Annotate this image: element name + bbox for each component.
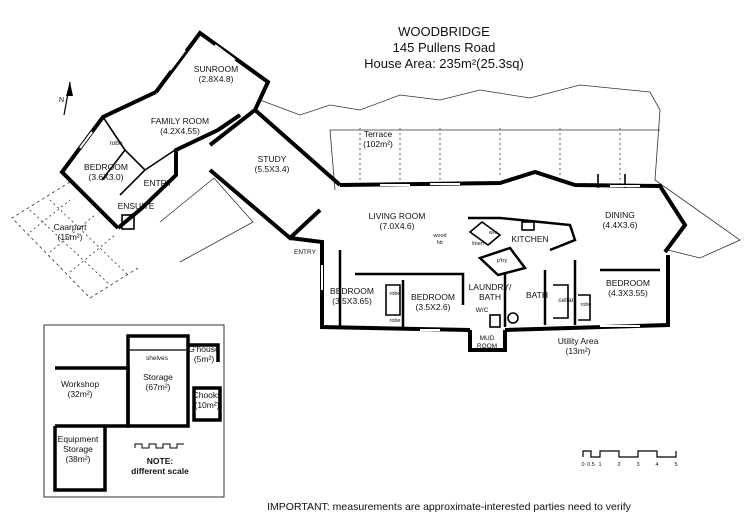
- family-room-label: FAMILY ROOM: [151, 116, 209, 126]
- ensuite-label: ENSUITE: [118, 201, 155, 211]
- carport-label: Caarport: [53, 222, 87, 232]
- study-label: STUDY: [258, 154, 287, 164]
- wc-1-label: w/c: [488, 230, 498, 236]
- north-label: N: [59, 97, 64, 104]
- entry-1-label: ENTRY: [144, 178, 173, 188]
- pantry-label: p'try: [497, 258, 507, 264]
- robe-4-label: robe: [580, 302, 591, 308]
- note-text: different scale: [131, 466, 189, 476]
- robe-3-label: robe: [389, 318, 400, 324]
- bedroom-1-label: BEDROOM: [84, 162, 128, 172]
- sunroom-size: (2.8X4.8): [199, 74, 234, 84]
- important-note: IMPORTANT: measurements are approximate-…: [267, 501, 632, 513]
- wood-heater-label-2: htr: [437, 240, 444, 246]
- terrace-label: Terrace: [364, 129, 393, 139]
- mud-room-label-2: ROOM: [477, 343, 497, 350]
- scale-tick-3: 2: [617, 462, 620, 468]
- sunroom-label: SUNROOM: [194, 64, 238, 74]
- property-name: WOODBRIDGE: [398, 24, 490, 39]
- terrace-size: (102m²): [363, 139, 393, 149]
- robe-2-label: robe: [389, 291, 400, 297]
- linen-label: linen: [472, 241, 484, 247]
- robe-1-label: robe: [109, 140, 122, 147]
- mud-room-label: MUD: [480, 335, 495, 342]
- equipment-size: (38m²): [65, 454, 90, 464]
- house-area: House Area: 235m²(25.3sq): [364, 56, 524, 71]
- storage-size: (67m²): [145, 382, 170, 392]
- inset-scale-bar: [134, 443, 184, 449]
- laundry-label: LAUNDRY/: [469, 282, 512, 292]
- workshop-size: (32m²): [67, 389, 92, 399]
- note-title: NOTE:: [147, 456, 174, 466]
- greenhouse-label: G'house: [188, 344, 220, 354]
- bedroom-1-size: (3.6X3.0): [89, 172, 124, 182]
- bedroom-2-size: (3.5X3.65): [332, 296, 372, 306]
- terrace-outline: [259, 84, 741, 259]
- family-room-size: (4.2X4.55): [160, 126, 200, 136]
- storage-label: Storage: [143, 372, 173, 382]
- chooks-label: Chooks: [193, 390, 222, 400]
- bedroom-4-label: BEDROOM: [606, 278, 650, 288]
- scale-tick-4: 3: [636, 462, 639, 468]
- entry-2-label: ENTRY: [294, 249, 317, 256]
- property-address: 145 Pullens Road: [393, 40, 496, 55]
- exterior-walls: [59, 30, 688, 352]
- north-arrow-icon: N: [59, 81, 73, 116]
- outbuildings-inset: shelves Storage (67m²) G'house (5m²) Wor…: [43, 324, 225, 498]
- shelves-label: shelves: [146, 355, 169, 362]
- interior-walls: [101, 116, 626, 328]
- scale-tick-0: 0: [581, 462, 584, 468]
- workshop-label: Workshop: [61, 379, 99, 389]
- bedroom-3-size: (3.5X2.6): [416, 302, 451, 312]
- scale-tick-6: 5: [674, 462, 677, 468]
- study-size: (5.5X3.4): [255, 164, 290, 174]
- chooks-size: (10m²): [194, 400, 219, 410]
- utility-label: Utility Area: [558, 336, 599, 346]
- equipment-label: Equipment: [58, 434, 99, 444]
- bedroom-2-label: BEDROOM: [330, 286, 374, 296]
- bedroom-4-size: (4.3X3.55): [608, 288, 648, 298]
- carport-outline: [11, 177, 254, 299]
- window-marks: [79, 44, 640, 331]
- scale-tick-1: 0.5: [587, 462, 595, 468]
- scale-bar: 0 0.5 1 2 3 4 5: [581, 450, 678, 468]
- carport-size: (15m²): [57, 232, 82, 242]
- laundry-label-2: BATH: [479, 292, 501, 302]
- equipment-label-2: Storage: [63, 444, 93, 454]
- bedroom-3-label: BEDROOM: [411, 292, 455, 302]
- utility-size: (13m²): [565, 346, 590, 356]
- kitchen-label: KITCHEN: [511, 234, 548, 244]
- scale-tick-5: 4: [655, 462, 658, 468]
- wood-heater-label: wood: [432, 233, 446, 239]
- cellar-label: cellar: [558, 297, 574, 304]
- wc-2-label: W/C: [476, 307, 489, 314]
- dining-size: (4.4X3.6): [603, 220, 638, 230]
- scale-tick-2: 1: [598, 462, 601, 468]
- dining-label: DINING: [605, 210, 635, 220]
- bath-label: BATH: [526, 290, 548, 300]
- greenhouse-size: (5m²): [194, 354, 214, 364]
- living-room-label: LIVING ROOM: [369, 211, 426, 221]
- living-room-size: (7.0X4.6): [380, 221, 415, 231]
